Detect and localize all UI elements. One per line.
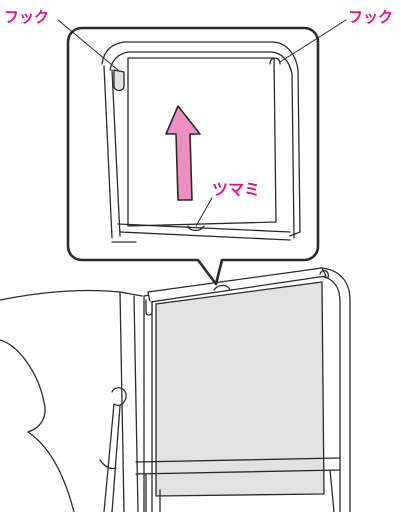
seatbelt-strap: [104, 404, 120, 512]
magnified-callout: [58, 20, 346, 284]
callout-shade: [128, 58, 276, 226]
pillar-inner-edge: [134, 296, 138, 512]
sunshade-panel: [156, 282, 324, 496]
hook-label-left: フック: [4, 8, 49, 26]
seatbelt-anchor: [112, 388, 126, 406]
tab-label: ツマミ: [212, 181, 260, 199]
hook-label-right: フック: [348, 8, 393, 26]
seat-outline: [0, 340, 74, 512]
car-interior-scene: [0, 268, 350, 512]
window-post: [144, 296, 152, 512]
callout-left-hook: [114, 70, 124, 91]
lower-left-hook: [146, 300, 152, 315]
